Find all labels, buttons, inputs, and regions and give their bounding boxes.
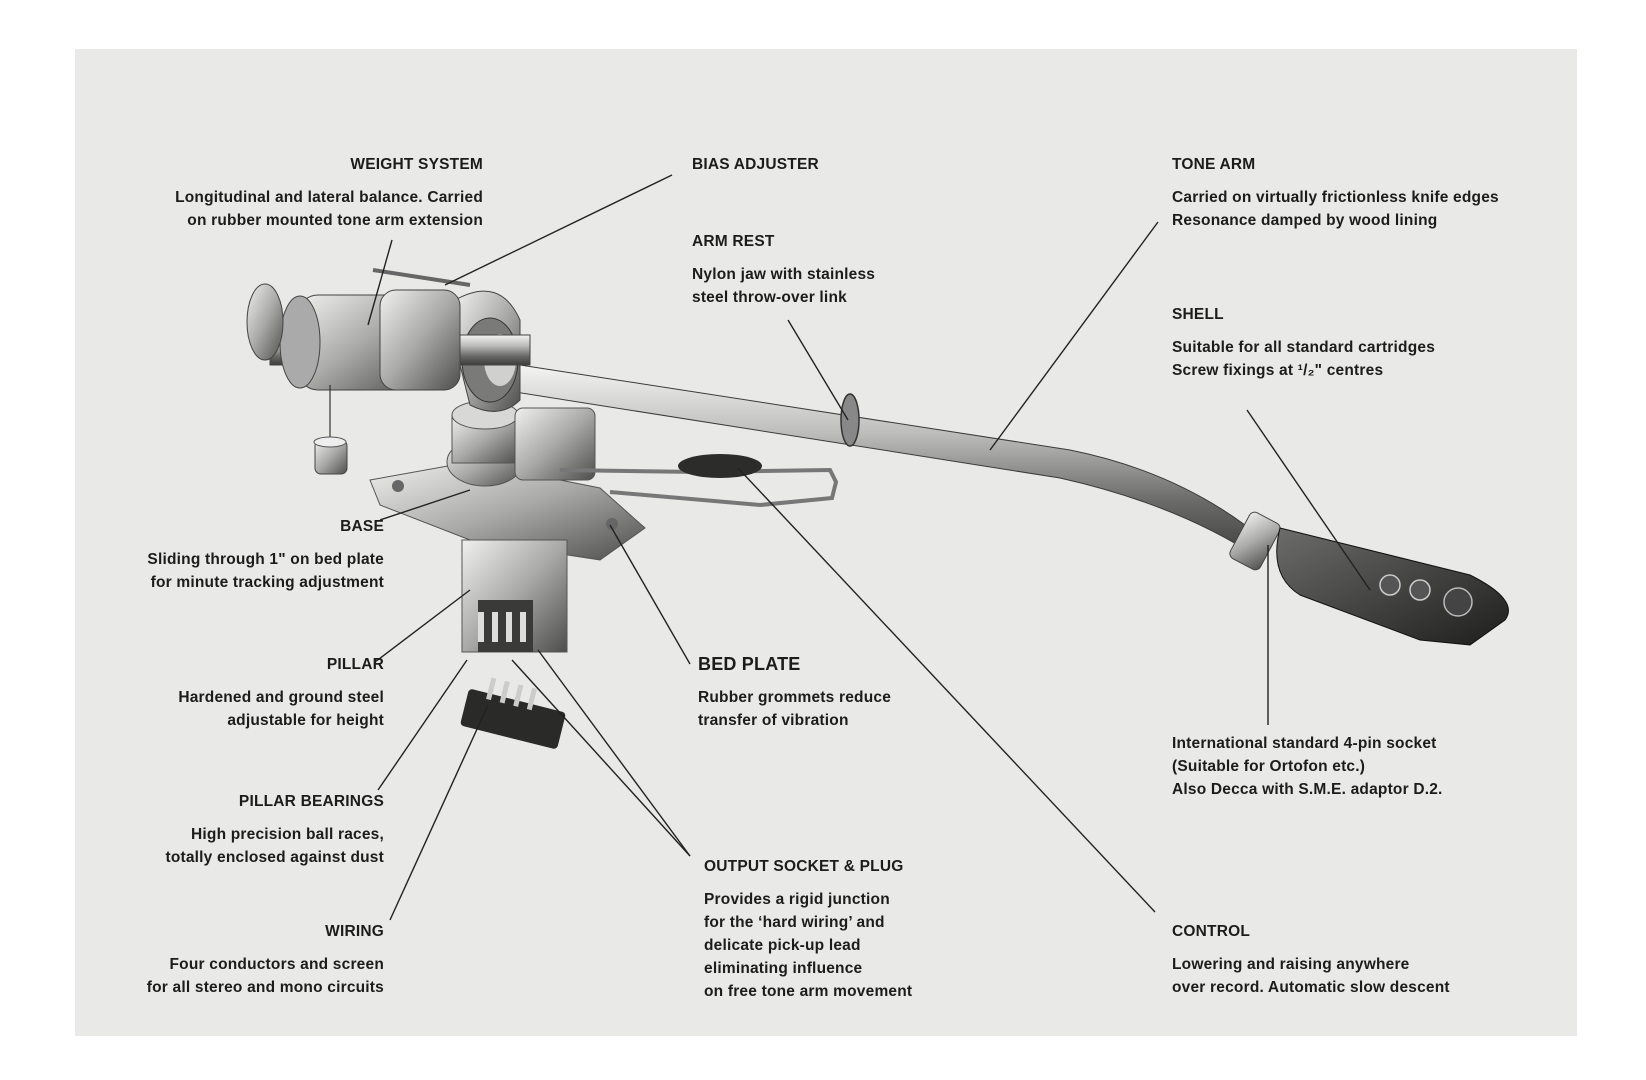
weight-system-line-2: on rubber mounted tone arm extension [187, 212, 483, 229]
label-base: BASE Sliding through 1" on bed plate for… [147, 515, 384, 594]
label-bias-adjuster: BIAS ADJUSTER [692, 153, 819, 186]
label-pillar: PILLAR Hardened and ground steel adjusta… [178, 653, 384, 732]
base-title: BASE [340, 518, 384, 535]
wiring-line-2: for all stereo and mono circuits [146, 979, 384, 996]
weight-system-title: WEIGHT SYSTEM [350, 156, 483, 173]
socket-note-line-3: Also Decca with S.M.E. adaptor D.2. [1172, 781, 1443, 798]
arm-rest-line-1: Nylon jaw with stainless [692, 266, 876, 283]
pillar-bearings-line-2: totally enclosed against dust [165, 849, 384, 866]
pillar-bearings-line-1: High precision ball races, [191, 826, 384, 843]
base-line-1: Sliding through 1" on bed plate [147, 551, 384, 568]
pillar-title: PILLAR [326, 656, 384, 673]
output-socket-line-1: Provides a rigid junction [704, 891, 890, 908]
output-plug-shape [460, 689, 566, 749]
bed-plate-line-1: Rubber grommets reduce [698, 689, 892, 706]
label-bed-plate: BED PLATE Rubber grommets reduce transfe… [698, 653, 891, 732]
label-arm-rest: ARM REST Nylon jaw with stainless steel … [692, 230, 875, 309]
bias-adjuster-title: BIAS ADJUSTER [692, 156, 819, 173]
label-tone-arm: TONE ARM Carried on virtually frictionle… [1172, 153, 1499, 232]
label-control: CONTROL Lowering and raising anywhere ov… [1172, 920, 1450, 999]
shell-line-1: Suitable for all standard cartridges [1172, 339, 1436, 356]
label-weight-system: WEIGHT SYSTEM Longitudinal and lateral b… [175, 153, 483, 232]
arm-rest-line-2: steel throw-over link [692, 289, 847, 306]
output-socket-line-5: on free tone arm movement [704, 983, 913, 1000]
output-socket-line-2: for the ‘hard wiring’ and [704, 914, 885, 931]
control-line-1: Lowering and raising anywhere [1172, 956, 1410, 973]
pillar-line-2: adjustable for height [227, 712, 384, 729]
callout-lines [367, 174, 1371, 921]
label-wiring: WIRING Four conductors and screen for al… [147, 920, 384, 999]
bed-plate-line-2: transfer of vibration [698, 712, 849, 729]
pillar-line-1: Hardened and ground steel [178, 689, 384, 706]
control-knob-shape [678, 454, 762, 478]
label-socket-note: International standard 4-pin socket (Sui… [1172, 732, 1443, 801]
tone-arm-line-1: Carried on virtually frictionless knife … [1172, 189, 1499, 206]
shell-line-2: Screw fixings at ¹/₂" centres [1172, 362, 1384, 379]
output-socket-title: OUTPUT SOCKET & PLUG [704, 858, 904, 875]
wiring-line-1: Four conductors and screen [169, 956, 384, 973]
arm-rest-title: ARM REST [692, 233, 775, 250]
socket-note-line-1: International standard 4-pin socket [1172, 735, 1437, 752]
control-title: CONTROL [1172, 923, 1251, 940]
base-line-2: for minute tracking adjustment [150, 574, 384, 591]
socket-note-line-2: (Suitable for Ortofon etc.) [1172, 758, 1366, 775]
label-output-socket: OUTPUT SOCKET & PLUG Provides a rigid ju… [704, 855, 912, 1003]
wiring-title: WIRING [325, 923, 384, 940]
label-pillar-bearings: PILLAR BEARINGS High precision ball race… [165, 790, 384, 869]
weight-system-line-1: Longitudinal and lateral balance. Carrie… [175, 189, 483, 206]
shell-title: SHELL [1172, 306, 1224, 323]
output-socket-line-3: delicate pick-up lead [704, 937, 861, 954]
output-socket-line-4: eliminating influence [704, 960, 863, 977]
tone-arm-line-2: Resonance damped by wood lining [1172, 212, 1438, 229]
label-shell: SHELL Suitable for all standard cartridg… [1172, 303, 1435, 382]
control-line-2: over record. Automatic slow descent [1172, 979, 1450, 996]
pillar-bearings-title: PILLAR BEARINGS [238, 793, 384, 810]
bed-plate-title: BED PLATE [698, 654, 801, 674]
tone-arm-title: TONE ARM [1172, 156, 1256, 173]
